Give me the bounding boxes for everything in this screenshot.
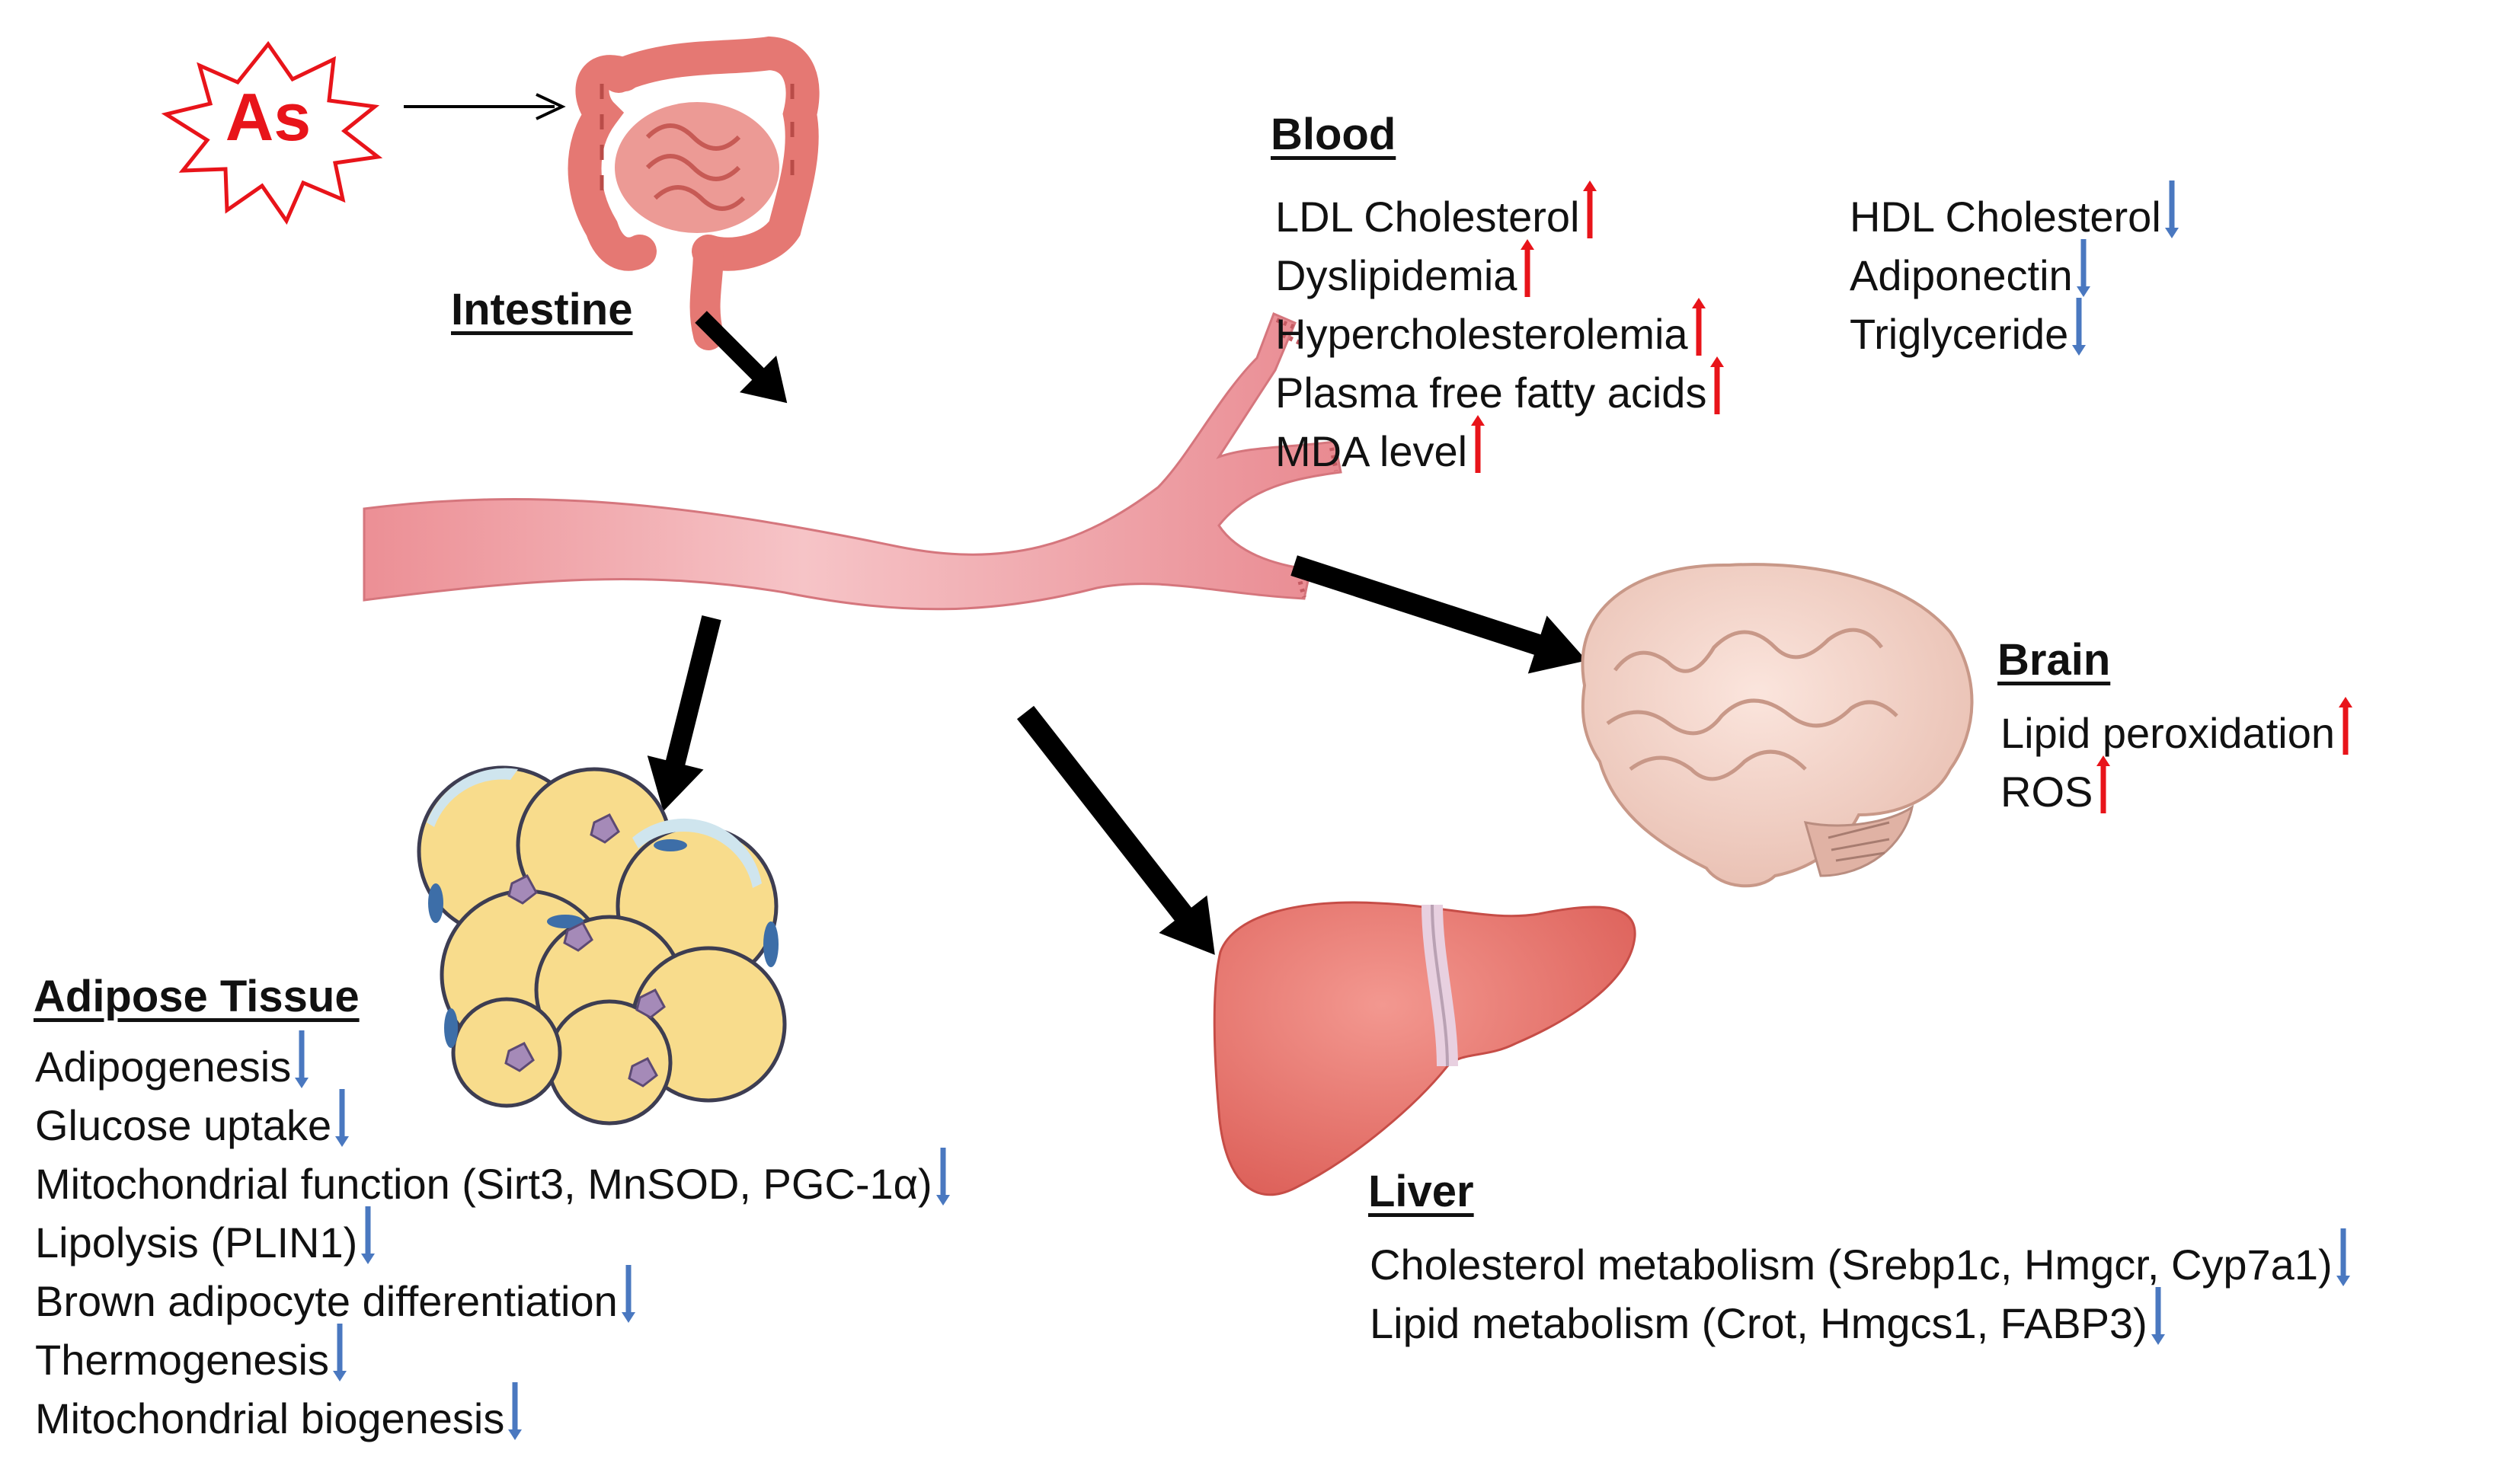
- blood-decreased-list: HDL Cholesterol Adiponectin Triglyceride: [1850, 180, 2179, 363]
- down-arrow-icon: [2164, 180, 2179, 253]
- heavy-arrow-liver: [1017, 705, 1215, 955]
- adipose-list: Adipogenesis Glucose uptake Mitochondria…: [35, 1030, 951, 1448]
- up-arrow-icon: [1470, 415, 1485, 487]
- down-arrow-icon: [2151, 1287, 2166, 1359]
- list-item: HDL Cholesterol: [1850, 180, 2179, 246]
- blood-increased-list: LDL Cholesterol Dyslipidemia Hypercholes…: [1275, 180, 1725, 481]
- list-item: Hypercholesterolemia: [1275, 298, 1725, 363]
- brain-icon: [1581, 563, 1974, 888]
- down-arrow-icon: [2071, 298, 2087, 370]
- list-item: ROS: [2000, 755, 2353, 821]
- down-arrow-icon: [2336, 1228, 2351, 1301]
- down-arrow-icon: [332, 1324, 347, 1396]
- adipose-title: Adipose Tissue: [34, 972, 360, 1021]
- brain-title: Brain: [1997, 635, 2111, 685]
- list-item: Lipolysis (PLIN1): [35, 1206, 951, 1272]
- up-arrow-icon: [1582, 180, 1597, 253]
- liver-title: Liver: [1368, 1167, 1474, 1216]
- heavy-arrow-brain: [1290, 555, 1587, 674]
- down-arrow-icon: [360, 1206, 376, 1279]
- up-arrow-icon: [1709, 356, 1725, 429]
- list-item: Mitochondrial biogenesis: [35, 1382, 951, 1448]
- list-item: Plasma free fatty acids: [1275, 356, 1725, 422]
- up-arrow-icon: [2338, 697, 2353, 769]
- down-arrow-icon: [334, 1089, 350, 1161]
- thin-arrow: [404, 93, 566, 120]
- liver-icon: [1213, 901, 1636, 1196]
- list-item: Triglyceride: [1850, 298, 2179, 363]
- up-arrow-icon: [1691, 298, 1706, 370]
- intestine-icon: [568, 36, 820, 350]
- blood-title: Blood: [1271, 110, 1396, 159]
- down-arrow-icon: [621, 1265, 636, 1337]
- arsenic-label: As: [225, 79, 312, 155]
- brain-list: Lipid peroxidation ROS: [2000, 697, 2353, 821]
- down-arrow-icon: [507, 1382, 523, 1455]
- up-arrow-icon: [1520, 239, 1535, 311]
- up-arrow-icon: [2096, 755, 2111, 828]
- list-item: Glucose uptake: [35, 1089, 951, 1155]
- down-arrow-icon: [935, 1148, 951, 1220]
- list-item: MDA level: [1275, 415, 1725, 481]
- adipocyte-cluster-icon: [417, 765, 787, 1126]
- blood-vessel-icon: [363, 312, 1342, 611]
- list-item: Mitochondrial function (Sirt3, MnSOD, PG…: [35, 1148, 951, 1213]
- down-arrow-icon: [294, 1030, 309, 1103]
- heavy-arrow-intestine: [695, 311, 788, 404]
- starburst-icon: [161, 40, 383, 225]
- list-item: Cholesterol metabolism (Srebp1c, Hmgcr, …: [1370, 1228, 2351, 1294]
- heavy-arrow-adipose: [647, 615, 721, 812]
- list-item: Dyslipidemia: [1275, 239, 1725, 305]
- liver-list: Cholesterol metabolism (Srebp1c, Hmgcr, …: [1370, 1228, 2351, 1353]
- down-arrow-icon: [2076, 239, 2091, 311]
- list-item: Adipogenesis: [35, 1030, 951, 1096]
- list-item: Lipid metabolism (Crot, Hmgcs1, FABP3): [1370, 1287, 2351, 1353]
- list-item: LDL Cholesterol: [1275, 180, 1725, 246]
- intestine-title: Intestine: [451, 285, 633, 334]
- list-item: Adiponectin: [1850, 239, 2179, 305]
- list-item: Brown adipocyte differentiation: [35, 1265, 951, 1330]
- list-item: Lipid peroxidation: [2000, 697, 2353, 762]
- list-item: Thermogenesis: [35, 1324, 951, 1389]
